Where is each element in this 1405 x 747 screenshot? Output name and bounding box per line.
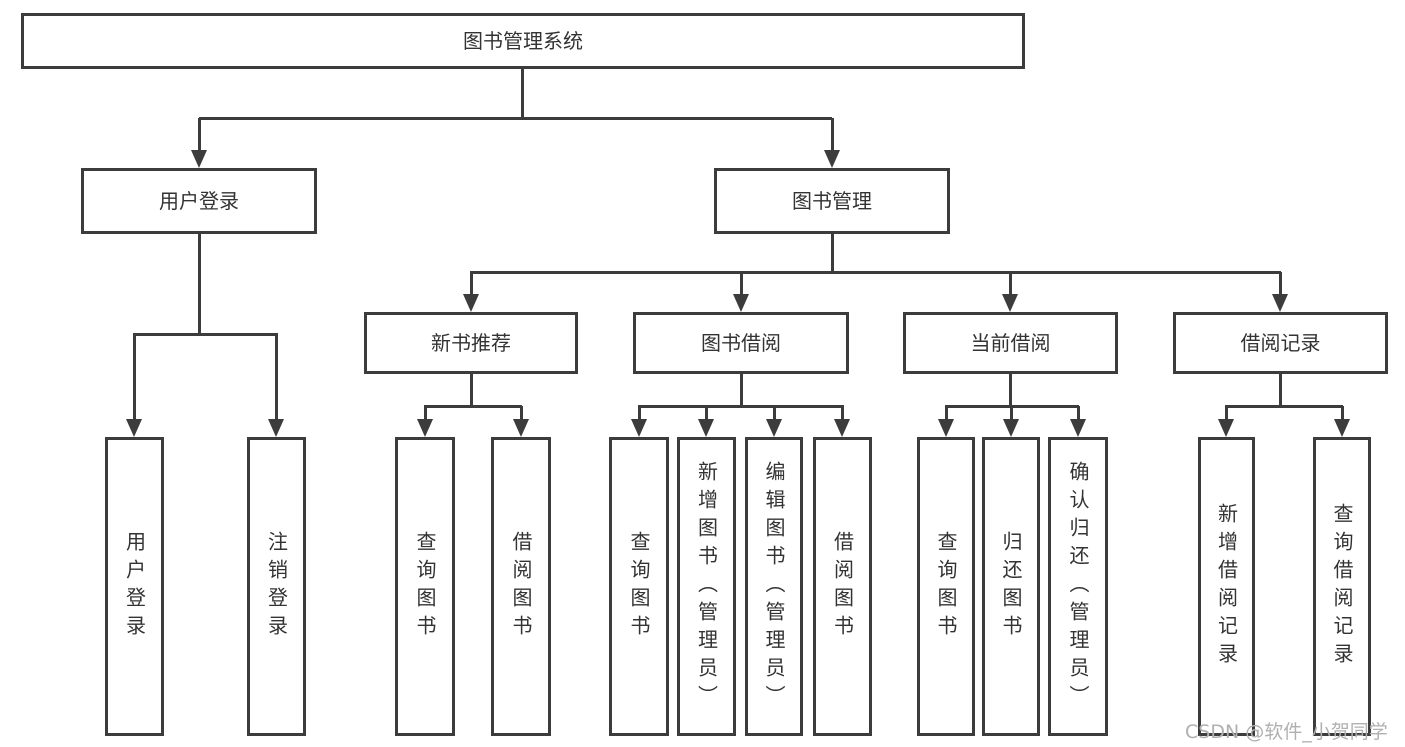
arrowhead-down-icon [824,150,840,168]
connector-line [1278,374,1282,406]
arrowhead-down-icon [766,419,782,437]
arrowhead-down-icon [268,419,284,437]
leaf-logout: 注销登录 [247,437,306,736]
connector-line [470,270,1281,274]
connector-line [133,332,278,336]
leaf-query-books-newbook: 查询图书 [395,437,455,736]
node-new-book-recommend: 新书推荐 [364,312,578,374]
csdn-watermark: CSDN @软件_小贺同学 [1185,721,1388,743]
leaf-label: 注销登录 [264,530,289,643]
node-borrowing-records: 借阅记录 [1173,312,1388,374]
leaf-borrow-books: 借阅图书 [813,437,872,736]
leaf-user-login: 用户登录 [105,437,164,736]
leaf-edit-books-admin: 编辑图书（管理员） [745,437,803,736]
leaf-label: 查询借阅记录 [1330,502,1354,671]
connector-line [199,116,832,120]
connector-arrow-line [1224,406,1228,423]
arrowhead-down-icon [1218,419,1234,437]
connector-arrow-line [1008,272,1012,298]
node-current-borrowing: 当前借阅 [903,312,1118,374]
arrowhead-down-icon [698,419,714,437]
arrowhead-down-icon [1003,419,1019,437]
arrowhead-down-icon [1070,419,1086,437]
connector-arrow-line [840,406,844,423]
connector-arrow-line [274,334,278,423]
connector-arrow-line [1278,272,1282,298]
connector-line [469,374,473,406]
leaf-add-borrow-record: 新增借阅记录 [1198,437,1255,736]
node-user-login-group: 用户登录 [81,168,317,234]
leaf-confirm-return-admin: 确认归还（管理员） [1048,437,1108,736]
node-library-management-system: 图书管理系统 [21,13,1025,69]
leaf-label: 查询图书 [627,530,651,643]
connector-line [638,404,844,408]
connector-line [1225,404,1343,408]
connector-arrow-line [197,118,201,154]
leaf-query-borrow-record: 查询借阅记录 [1313,437,1371,736]
connector-line [424,404,522,408]
connector-line [1008,374,1012,406]
connector-arrow-line [1009,406,1013,423]
connector-arrow-line [1340,406,1344,423]
leaf-add-books-admin: 新增图书（管理员） [677,437,736,736]
leaf-label: 新增图书（管理员） [694,460,719,713]
connector-arrow-line [739,272,743,298]
leaf-label: 查询图书 [413,530,437,643]
arrowhead-down-icon [1334,419,1350,437]
leaf-query-books-borrow: 查询图书 [609,437,669,736]
leaf-label: 查询图书 [934,530,958,643]
connector-arrow-line [519,406,523,423]
leaf-label: 借阅图书 [509,530,533,643]
connector-arrow-line [132,334,136,423]
leaf-label: 归还图书 [999,530,1023,643]
arrowhead-down-icon [733,294,749,312]
arrowhead-down-icon [938,419,954,437]
node-book-borrowing: 图书借阅 [633,312,849,374]
leaf-borrow-books-newbook: 借阅图书 [491,437,551,736]
leaf-label: 确认归还（管理员） [1066,460,1090,713]
leaf-query-books-current: 查询图书 [917,437,975,736]
connector-arrow-line [1076,406,1080,423]
arrowhead-down-icon [513,419,529,437]
arrowhead-down-icon [126,419,142,437]
leaf-label: 用户登录 [122,530,147,643]
connector-arrow-line [704,406,708,423]
leaf-label: 新增借阅记录 [1214,502,1239,671]
connector-arrow-line [423,406,427,423]
leaf-return-books: 归还图书 [982,437,1040,736]
arrowhead-down-icon [834,419,850,437]
connector-arrow-line [469,272,473,298]
arrowhead-down-icon [631,419,647,437]
arrowhead-down-icon [1272,294,1288,312]
connector-arrow-line [830,118,834,154]
leaf-label: 借阅图书 [830,530,855,643]
connector-line [197,234,201,334]
connector-arrow-line [944,406,948,423]
node-book-management: 图书管理 [714,168,950,234]
connector-line [520,69,524,118]
connector-arrow-line [772,406,776,423]
connector-line [739,374,743,406]
arrowhead-down-icon [1002,294,1018,312]
arrowhead-down-icon [191,150,207,168]
leaf-label: 编辑图书（管理员） [762,460,786,713]
arrowhead-down-icon [417,419,433,437]
connector-arrow-line [637,406,641,423]
connector-line [830,234,834,272]
arrowhead-down-icon [463,294,479,312]
